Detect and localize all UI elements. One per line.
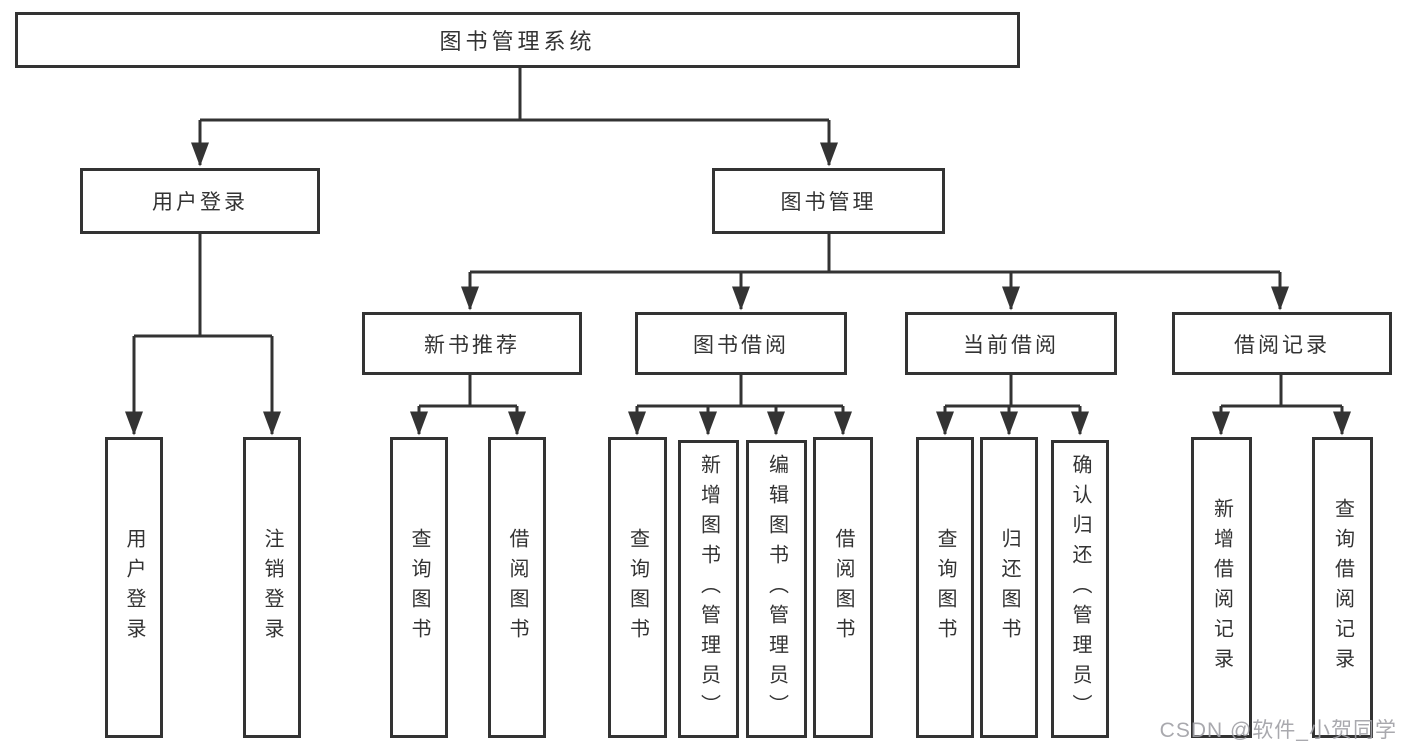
connector-path [134, 68, 1342, 408]
node-user-login: 用户登录 [80, 168, 320, 234]
node-current-borrow: 当前借阅 [905, 312, 1117, 375]
leaf-current-confirm: 确认归还（管理员） [1051, 440, 1109, 738]
leaf-borrow-add: 新增图书（管理员） [678, 440, 739, 738]
node-book-borrow: 图书借阅 [635, 312, 847, 375]
leaf-records-add: 新增借阅记录 [1191, 437, 1252, 738]
leaf-user-login: 用户登录 [105, 437, 163, 738]
leaf-current-return: 归还图书 [980, 437, 1038, 738]
leaf-records-query: 查询借阅记录 [1312, 437, 1373, 738]
leaf-newbook-query: 查询图书 [390, 437, 448, 738]
leaf-borrow-edit: 编辑图书（管理员） [746, 440, 807, 738]
leaf-current-query: 查询图书 [916, 437, 974, 738]
leaf-newbook-borrow: 借阅图书 [488, 437, 546, 738]
leaf-borrow-borrow: 借阅图书 [813, 437, 873, 738]
leaf-logout: 注销登录 [243, 437, 301, 738]
node-new-book-recommend: 新书推荐 [362, 312, 582, 375]
node-book-management: 图书管理 [712, 168, 945, 234]
node-borrow-records: 借阅记录 [1172, 312, 1392, 375]
node-library-system: 图书管理系统 [15, 12, 1020, 68]
leaf-borrow-query: 查询图书 [608, 437, 667, 738]
csdn-watermark: CSDN @软件_小贺同学 [1159, 719, 1397, 742]
